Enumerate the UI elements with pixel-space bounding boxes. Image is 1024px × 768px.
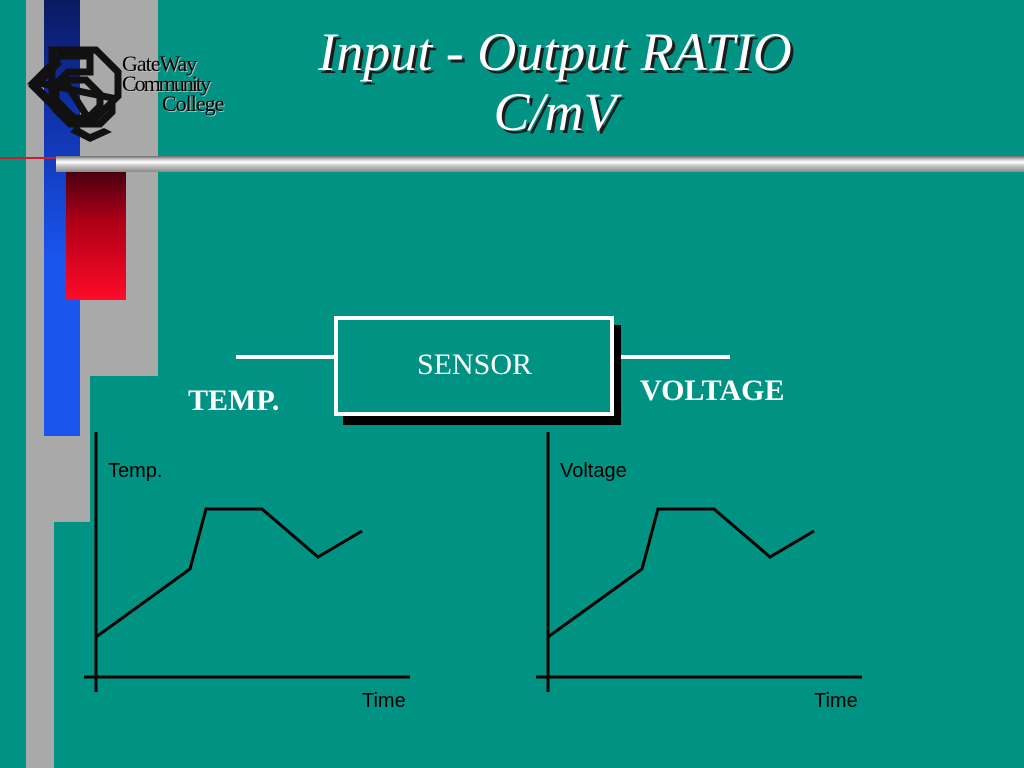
college-logo-text: GateWay Community College — [122, 51, 224, 116]
output-chart-xlabel: Time — [814, 690, 858, 712]
sensor-label: SENSOR — [417, 348, 533, 381]
page-title: Input - Output RATIO C/mV — [240, 22, 870, 142]
sensor-box — [334, 316, 614, 416]
logo-line-3: College — [162, 91, 224, 116]
input-chart-curve — [95, 507, 363, 639]
output-chart-ylabel: Voltage — [560, 460, 627, 482]
input-chart-ylabel: Temp. — [108, 460, 163, 482]
logo-line-2: Community — [122, 71, 211, 96]
page-title-line-1: Input - Output RATIO — [318, 22, 792, 82]
input-temp-label: TEMP. — [188, 384, 280, 417]
page-title-line-2: C/mV — [493, 82, 617, 142]
logo-line-1: GateWay — [122, 51, 197, 76]
title-divider-rule — [56, 156, 1024, 172]
decor-bar-red — [66, 172, 126, 300]
output-voltage-label: VOLTAGE — [640, 374, 785, 407]
input-chart-xlabel: Time — [362, 690, 406, 712]
output-chart-curve — [547, 507, 815, 639]
